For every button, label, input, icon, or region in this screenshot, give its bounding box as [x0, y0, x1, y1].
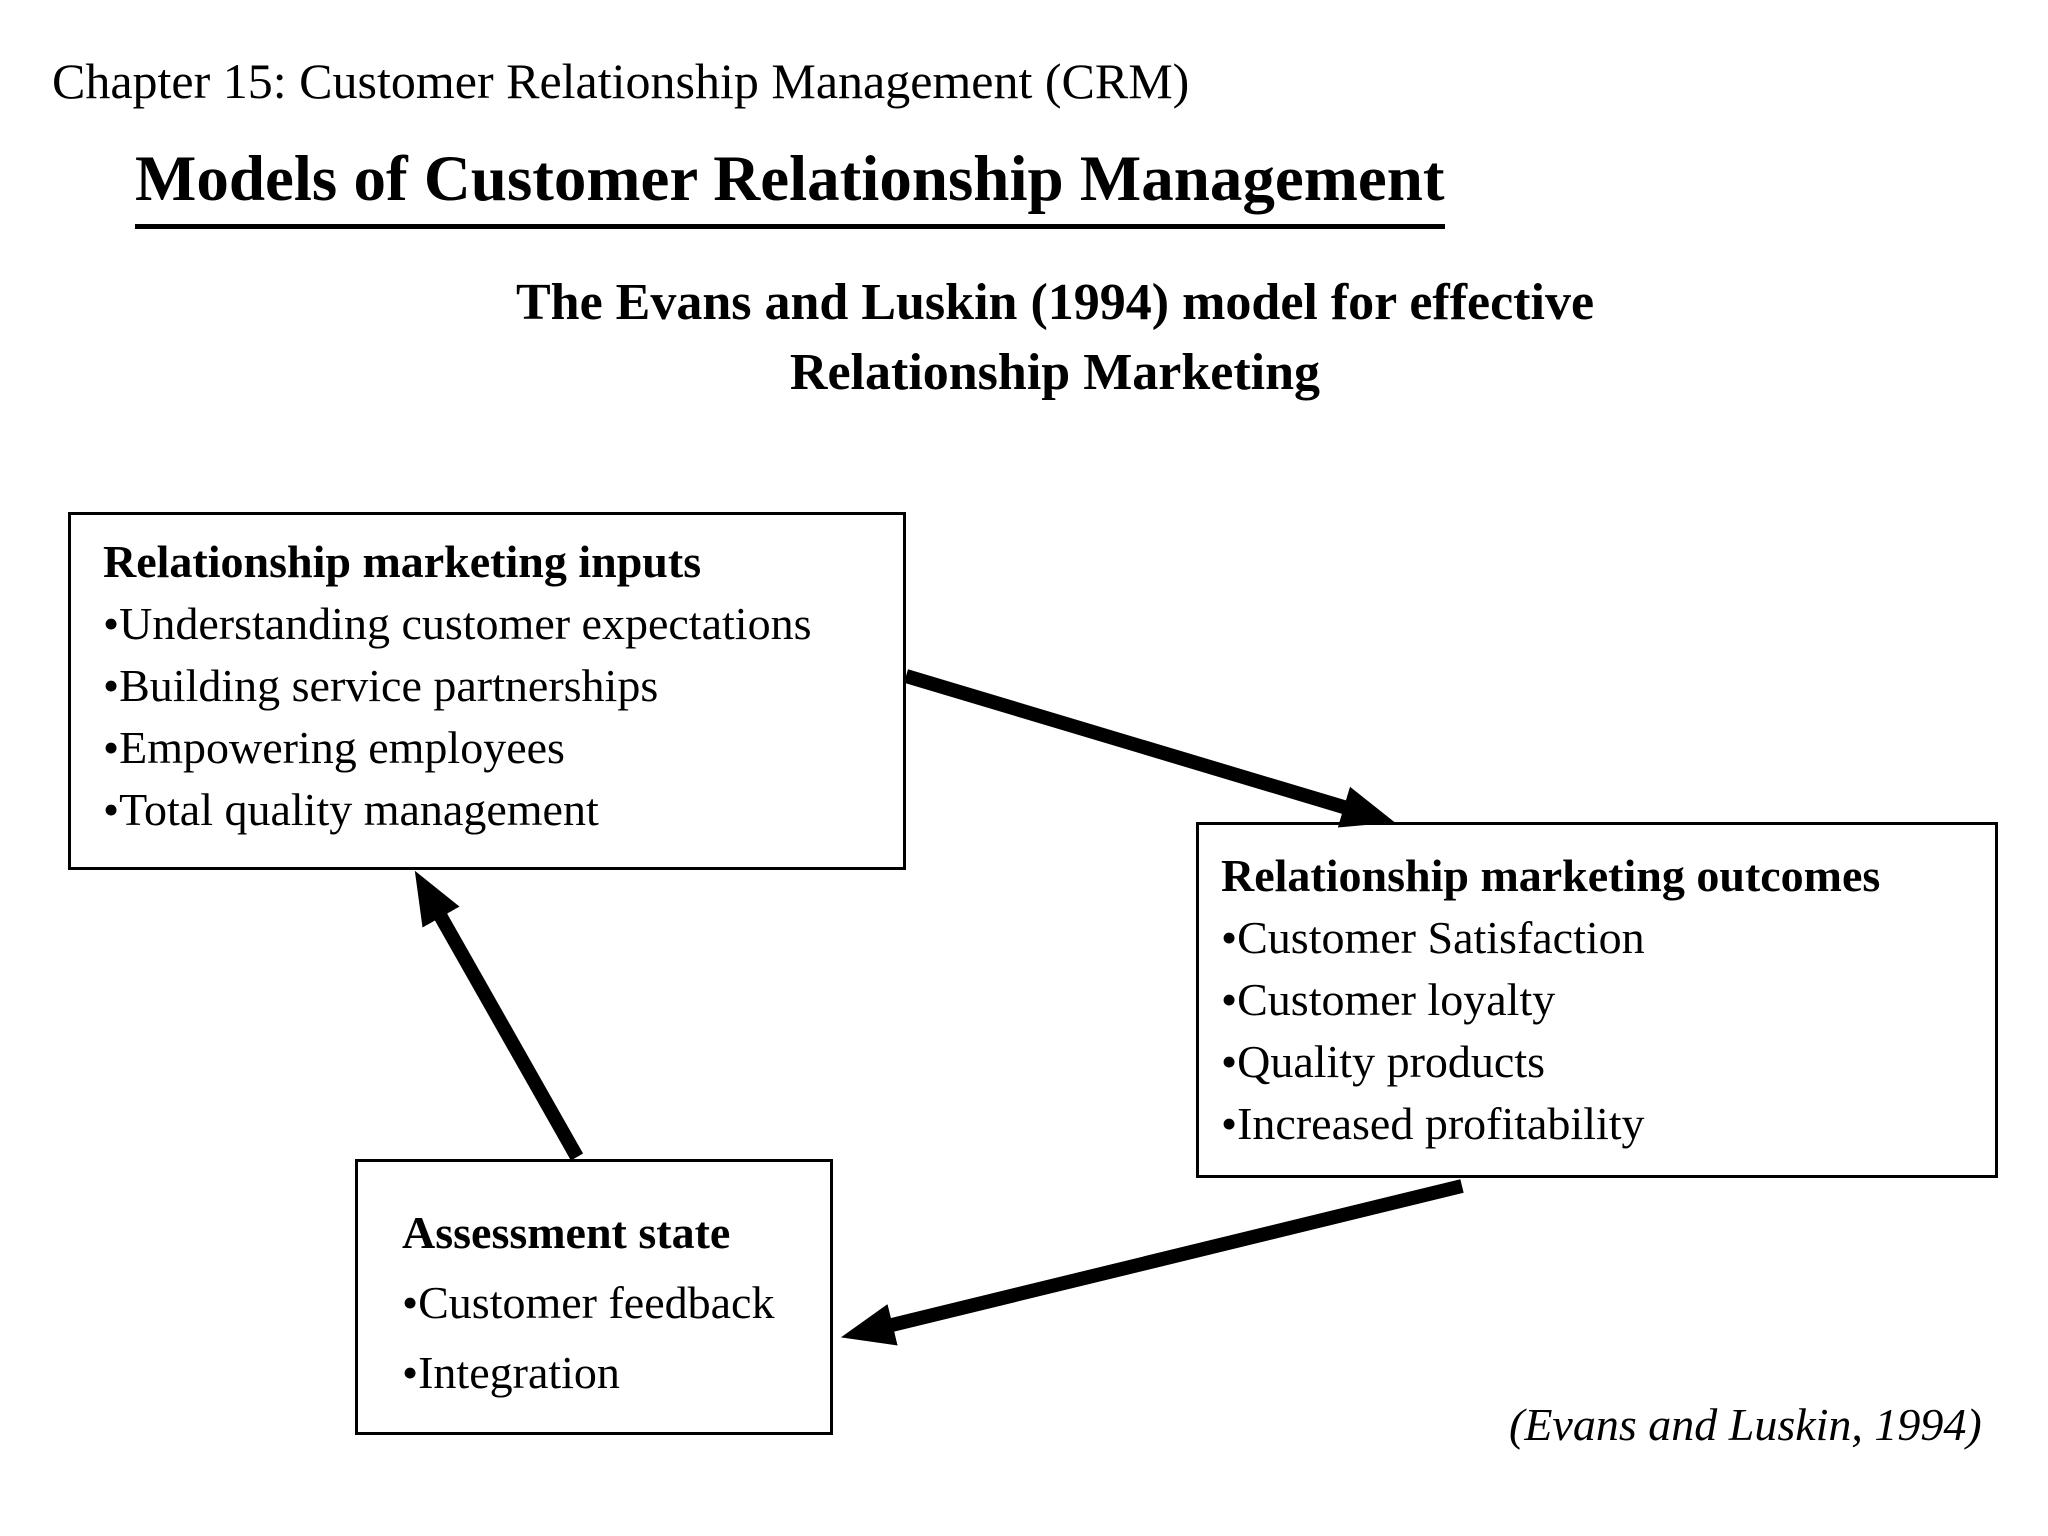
bullet-icon: •	[103, 598, 120, 649]
chapter-heading: Chapter 15: Customer Relationship Manage…	[52, 53, 1190, 109]
bullet-item: •Understanding customer expectations	[103, 593, 899, 655]
bullet-text: Customer feedback	[418, 1277, 775, 1328]
bullet-text: Integration	[418, 1347, 620, 1398]
source-citation: (Evans and Luskin, 1994)	[1509, 1399, 1982, 1450]
bullet-text: Customer loyalty	[1237, 974, 1556, 1025]
box-title-inputs: Relationship marketing inputs	[103, 536, 702, 587]
bullet-item: •Customer loyalty	[1221, 969, 1991, 1031]
arrow-assessment-to-inputs	[414, 870, 584, 1161]
box-title-outcomes: Relationship marketing outcomes	[1221, 850, 1881, 901]
bullet-text: Total quality management	[119, 784, 599, 835]
bullet-item: •Quality products	[1221, 1031, 1991, 1093]
bullet-text: Quality products	[1237, 1036, 1546, 1087]
bullet-icon: •	[402, 1347, 419, 1398]
bullet-item: •Increased profitability	[1221, 1093, 1991, 1155]
model-subtitle-line2: Relationship Marketing	[789, 344, 1321, 401]
box-relationship-marketing-inputs: Relationship marketing inputs •Understan…	[68, 512, 906, 870]
bullet-icon: •	[1221, 1036, 1238, 1087]
bullet-item: •Total quality management	[103, 779, 899, 841]
model-subtitle: The Evans and Luskin (1994) model for ef…	[0, 268, 2048, 408]
bullet-item: •Integration	[402, 1338, 826, 1408]
page-title: Models of Customer Relationship Manageme…	[135, 142, 1445, 229]
bullet-item: •Customer feedback	[402, 1268, 826, 1338]
box-assessment-state: Assessment state •Customer feedback •Int…	[355, 1159, 833, 1435]
bullet-icon: •	[402, 1277, 419, 1328]
bullet-icon: •	[1221, 1098, 1238, 1149]
arrow-outcomes-to-assessment	[840, 1179, 1464, 1346]
bullet-text: Increased profitability	[1237, 1098, 1645, 1149]
bullet-item: •Empowering employees	[103, 717, 899, 779]
arrow-inputs-to-outcomes	[903, 669, 1395, 828]
bullet-icon: •	[1221, 912, 1238, 963]
bullet-text: Customer Satisfaction	[1237, 912, 1645, 963]
bullet-icon: •	[103, 660, 120, 711]
box-relationship-marketing-outcomes: Relationship marketing outcomes •Custome…	[1196, 822, 1998, 1178]
bullet-text: Empowering employees	[119, 722, 565, 773]
bullet-item: •Customer Satisfaction	[1221, 907, 1991, 969]
model-subtitle-line1: The Evans and Luskin (1994) model for ef…	[515, 274, 1595, 331]
box-title-assessment: Assessment state	[402, 1207, 731, 1258]
page-title-text: Models of Customer Relationship Manageme…	[135, 142, 1445, 229]
bullet-icon: •	[1221, 974, 1238, 1025]
bullet-item: •Building service partnerships	[103, 655, 899, 717]
bullet-text: Building service partnerships	[119, 660, 659, 711]
bullet-icon: •	[103, 722, 120, 773]
bullet-text: Understanding customer expectations	[119, 598, 812, 649]
bullet-icon: •	[103, 784, 120, 835]
